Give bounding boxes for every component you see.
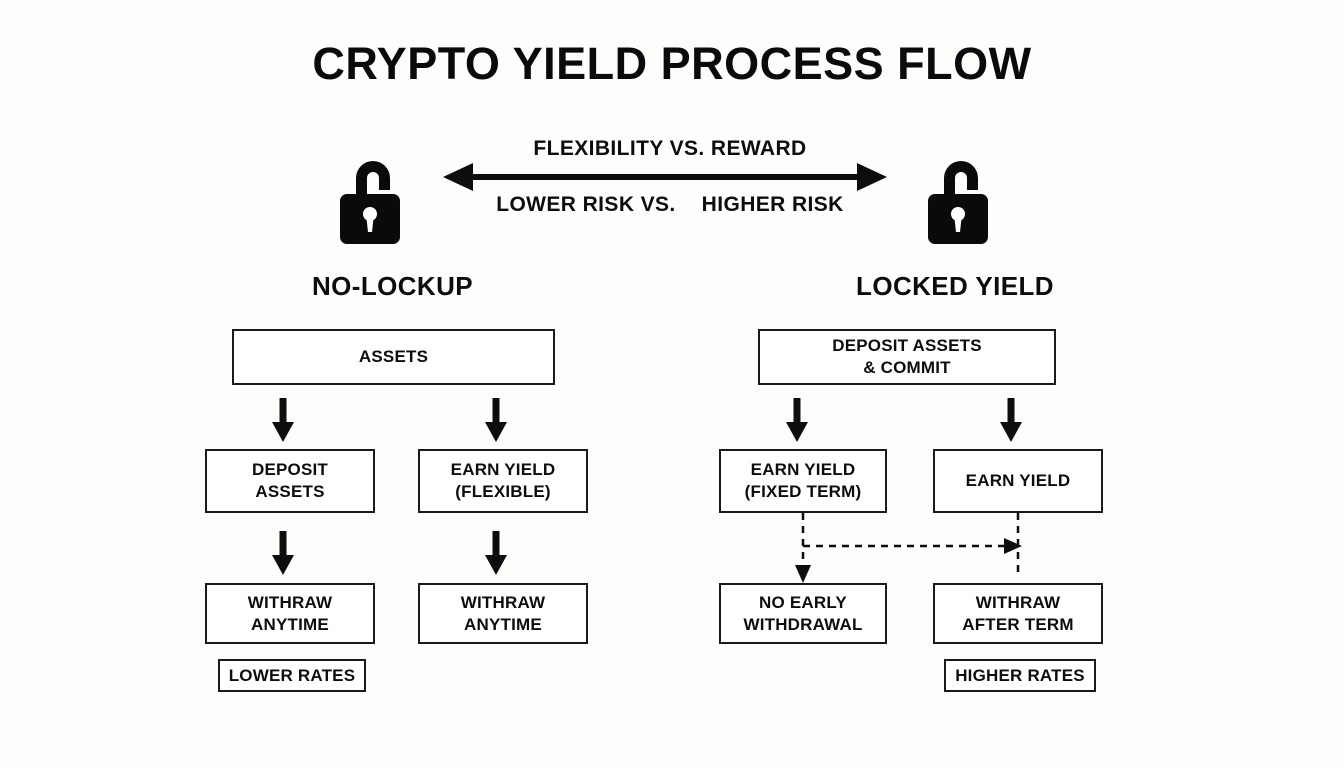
arrow-down-right-earn-fixed [786,398,808,442]
box-deposit-assets-commit: DEPOSIT ASSETS & COMMIT [758,329,1056,385]
comparison-top-label: FLEXIBILITY VS. REWARD [533,137,807,160]
dashed-connector-group [795,513,1022,583]
box-withdraw-anytime-1-label: WITHRAW ANYTIME [247,592,333,634]
badge-lower-rates: LOWER RATES [218,659,366,692]
box-withdraw-anytime-2-label: WITHRAW ANYTIME [460,592,546,634]
box-earn-yield: EARN YIELD [933,449,1103,513]
box-earn-yield-fixed-term: EARN YIELD (FIXED TERM) [719,449,887,513]
box-deposit-assets-commit-label: DEPOSIT ASSETS & COMMIT [832,336,982,377]
comparison-risk-label: LOWER RISK VS. HIGHER RISK [420,193,920,217]
open-padlock-icon [340,161,400,244]
box-no-early-withdrawal-label: NO EARLY WITHDRAWAL [743,592,863,634]
page-title: CRYPTO YIELD PROCESS FLOW [312,38,1032,89]
box-withdraw-anytime-2: WITHRAW ANYTIME [418,583,588,644]
arrow-down-right-earn [1000,398,1022,442]
box-assets: ASSETS [232,329,555,385]
box-earn-yield-flexible: EARN YIELD (FLEXIBLE) [418,449,588,513]
box-earn-yield-flexible-label: EARN YIELD (FLEXIBLE) [450,460,556,501]
arrow-down-left-withdraw-1 [272,531,294,575]
column-heading-locked-yield: LOCKED YIELD [856,271,1054,301]
box-withdraw-after-term-label: WITHRAW AFTER TERM [962,592,1074,634]
padlock-icon [928,161,988,244]
flexibility-reward-double-arrow [443,163,887,191]
risk-left-label: LOWER RISK VS. [496,193,676,216]
box-withdraw-after-term: WITHRAW AFTER TERM [933,583,1103,644]
arrow-down-left-deposit [272,398,294,442]
risk-right-label: HIGHER RISK [701,193,844,216]
arrow-down-left-withdraw-2 [485,531,507,575]
box-earn-yield-label: EARN YIELD [965,471,1071,491]
box-withdraw-anytime-1: WITHRAW ANYTIME [205,583,375,644]
box-earn-yield-fixed-term-label: EARN YIELD (FIXED TERM) [744,460,862,501]
box-no-early-withdrawal: NO EARLY WITHDRAWAL [719,583,887,644]
arrow-down-left-earn [485,398,507,442]
column-heading-no-lockup: NO-LOCKUP [311,271,474,301]
box-assets-label: ASSETS [358,347,429,367]
badge-higher-rates-label: HIGHER RATES [955,665,1085,685]
box-deposit-assets: DEPOSIT ASSETS [205,449,375,513]
box-deposit-assets-label: DEPOSIT ASSETS [251,460,329,501]
badge-higher-rates: HIGHER RATES [944,659,1096,692]
badge-lower-rates-label: LOWER RATES [228,665,356,685]
